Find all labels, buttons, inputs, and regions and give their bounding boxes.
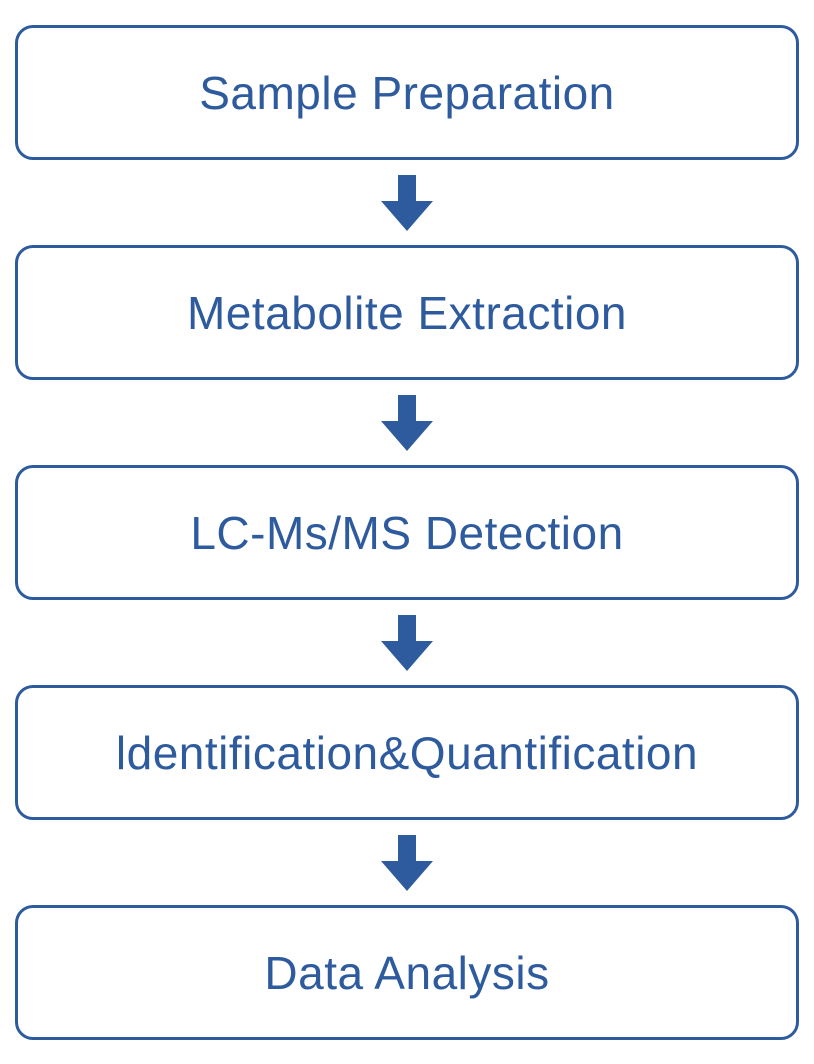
down-arrow-icon [381,174,433,231]
flow-step-label: Data Analysis [264,946,550,999]
flow-step-label: LC-Ms/MS Detection [190,506,624,559]
flow-step-identification-quantification: ldentification&Quantification [15,685,799,820]
flow-step-sample-preparation: Sample Preparation [15,25,799,160]
flow-step-label: Metabolite Extraction [186,286,628,339]
flow-step-label: ldentification&Quantification [115,726,699,779]
flow-step-lcmsms-detection: LC-Ms/MS Detection [15,465,799,600]
down-arrow-icon [381,614,433,671]
connector-1 [15,160,799,245]
connector-3 [15,600,799,685]
down-arrow-icon [381,834,433,891]
connector-4 [15,820,799,905]
flow-step-data-analysis: Data Analysis [15,905,799,1040]
down-arrow-icon [381,394,433,451]
flow-step-label: Sample Preparation [199,66,615,119]
flow-step-metabolite-extraction: Metabolite Extraction [15,245,799,380]
connector-2 [15,380,799,465]
